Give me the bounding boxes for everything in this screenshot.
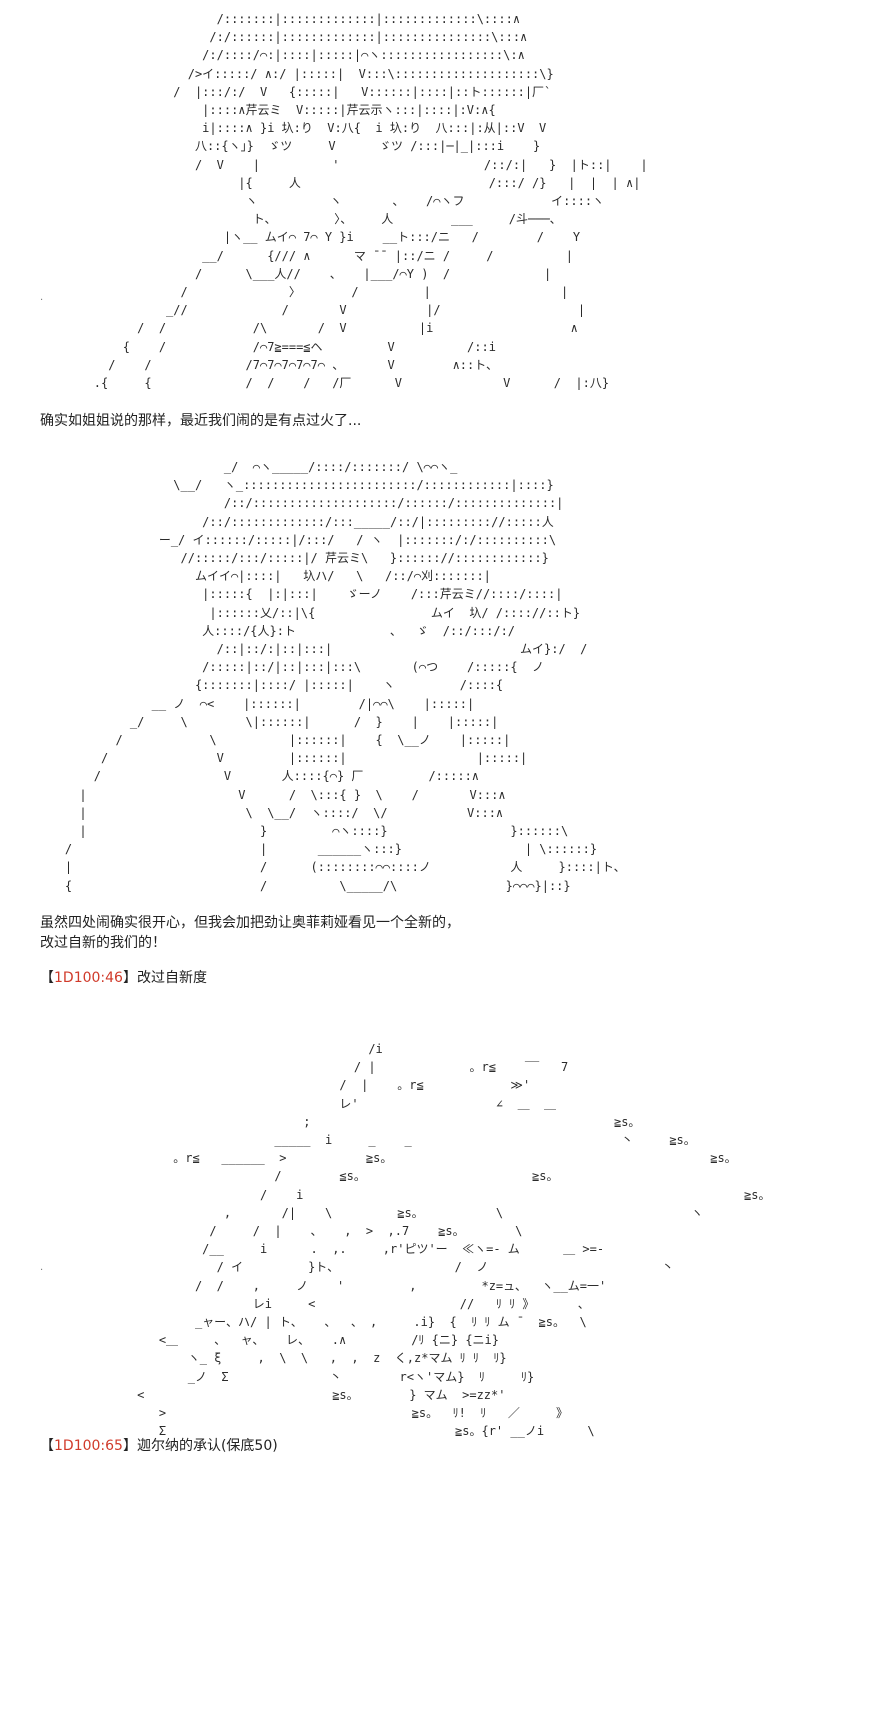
dice-result: 1D100:65 [54,1438,123,1454]
ascii-art-panel-1: /:::::::|:::::::::::::|:::::::::::::\:::… [93,12,648,391]
roll-close-bracket: 】 [122,970,137,986]
dice-roll-line-1: 【1D100:46】改过自新度 [40,968,207,988]
margin-dot: . [40,292,44,303]
roll-label: 迦尔纳的承认(保底50) [136,1438,278,1454]
dialogue-caption-2: 虽然四处闹确实很开心，但我会加把劲让奥菲莉娅看见一个全新的， 改过自新的我们的！ [40,915,460,951]
roll-close-bracket: 】 [122,1438,137,1454]
roll-open-bracket: 【 [40,1438,54,1454]
dice-roll-line-2: 【1D100:65】迦尔纳的承认(保底50) [40,1436,278,1456]
roll-open-bracket: 【 [40,970,54,986]
margin-dot: . [40,1262,44,1273]
ascii-art-panel-2: _/ ⌒ヽ_____/::::/:::::::/ \⌒⌒ヽ_ \__/ ヽ_::… [64,460,626,893]
dialogue-caption-1: 确实如姐姐说的那样，最近我们闹的是有点过火了... [40,413,362,429]
ascii-art-panel-3: /i / | 。r≦ ‾‾ 7 / | 。r≦ ≫' レ' [137,1042,771,1439]
dice-result: 1D100:46 [54,970,123,986]
roll-label: 改过自新度 [136,970,207,986]
